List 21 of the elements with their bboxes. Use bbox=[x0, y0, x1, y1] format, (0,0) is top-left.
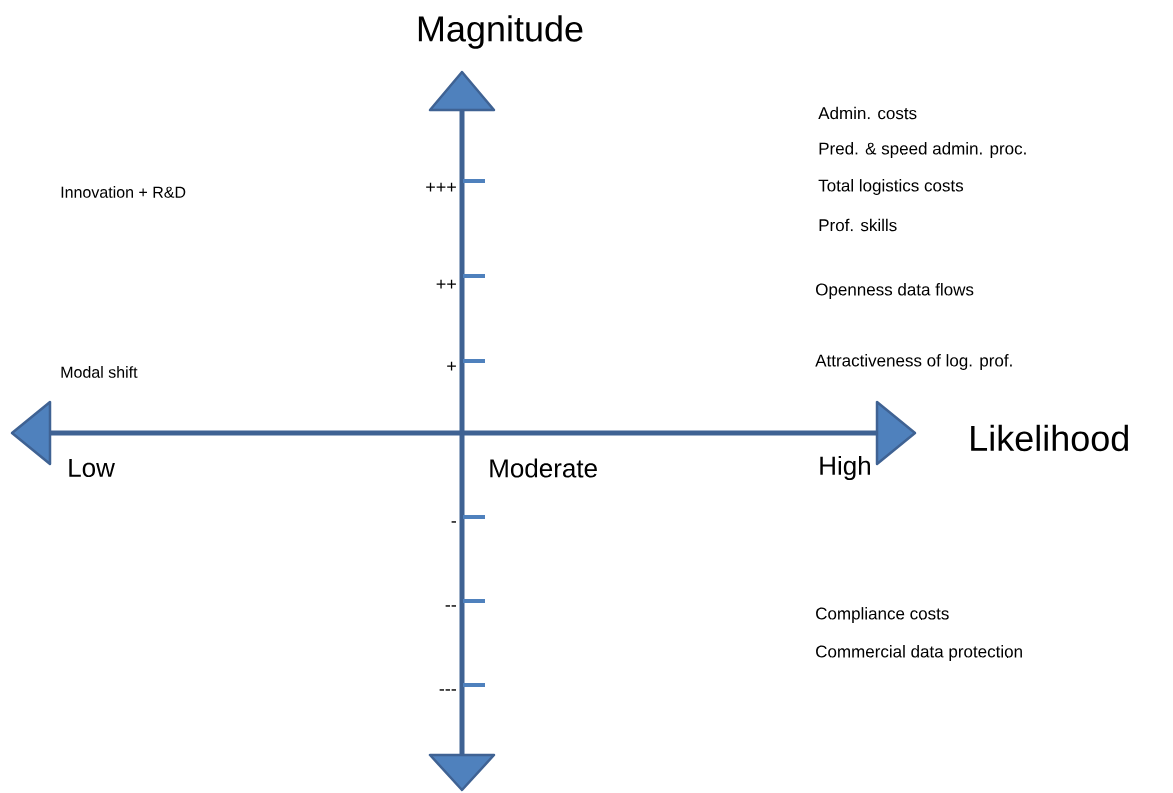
scale-mark: +++ bbox=[426, 182, 456, 192]
scale-mark: ++ bbox=[436, 279, 456, 289]
impact-label: Modal shift bbox=[61, 366, 138, 378]
scale-label: Low bbox=[69, 458, 115, 478]
impact-label: Commercial data protection bbox=[816, 645, 1022, 661]
impact-label: Pred. & speed admin. proc. bbox=[819, 142, 1026, 158]
impact-label: Total logistics costs bbox=[818, 179, 964, 195]
impact-label: Prof. skills bbox=[819, 218, 897, 232]
scale-mark: + bbox=[447, 361, 456, 371]
axis-title: Magnitude bbox=[418, 15, 583, 49]
scale-label: Moderate bbox=[490, 458, 597, 478]
impact-label: Openness data flows bbox=[816, 283, 974, 299]
scale-label: High bbox=[820, 455, 870, 481]
impact-label: Attractiveness of log. prof. bbox=[815, 354, 1012, 370]
impact-label: Compliance costs bbox=[816, 607, 949, 623]
impact-label: Admin. costs bbox=[818, 106, 917, 120]
scale-mark: -- bbox=[445, 605, 456, 607]
scale-mark: - bbox=[451, 521, 456, 523]
scale-mark: --- bbox=[439, 689, 456, 691]
axis-title: Likelihood bbox=[971, 424, 1128, 452]
impact-label: Innovation + R&D bbox=[61, 186, 186, 198]
